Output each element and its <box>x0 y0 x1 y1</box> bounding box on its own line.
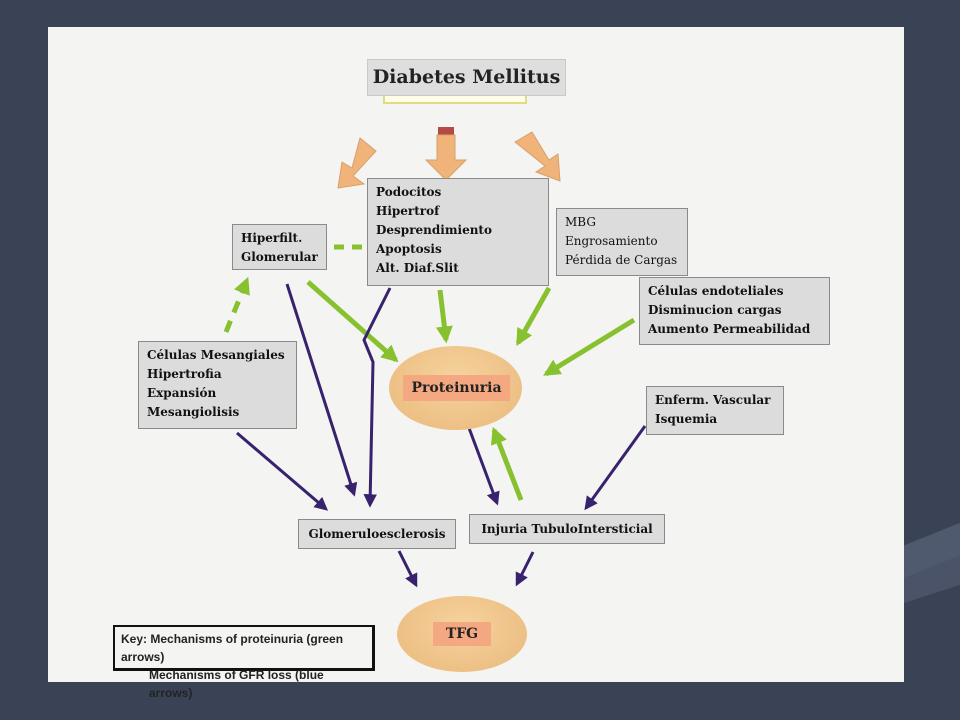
vascular-line: Isquemia <box>655 412 718 426</box>
podocitos-line: Apoptosis <box>376 242 442 256</box>
legend-line-green: Key: Mechanisms of proteinuria (green ar… <box>121 632 344 664</box>
vascular-line: Enferm. Vascular <box>655 393 771 407</box>
mesangiales-line: Expansión <box>147 386 217 400</box>
blue-arrow-podocitos-glomeruloesclerosis <box>362 287 392 508</box>
endoteliales-line: Células endoteliales <box>648 284 784 298</box>
blue-arrow-vascular-injuria <box>584 425 647 511</box>
proteinuria-label: Proteinuria <box>403 375 510 401</box>
endoteliales-line: Aumento Permeabilidad <box>648 322 811 336</box>
legend-key: Key: Mechanisms of proteinuria (green ar… <box>113 625 375 700</box>
hiperfilt-box: Hiperfilt. Glomerular <box>232 224 327 270</box>
injuria-box: Injuria TubuloIntersticial <box>469 514 665 544</box>
podocitos-line: Desprendimiento <box>376 223 492 237</box>
mesangiales-line: Hipertrofia <box>147 367 222 381</box>
orange-arrow-right <box>514 131 561 182</box>
blue-arrow-proteinuria-injuria <box>467 427 500 506</box>
green-arrow-injuria-proteinuria <box>490 426 524 501</box>
blue-arrow-injuria-tfg <box>515 551 535 587</box>
green-arrow-hiperfilt-proteinuria <box>306 280 399 363</box>
mbg-line: Pérdida de Cargas <box>565 253 678 267</box>
podocitos-line: Podocitos <box>376 185 442 199</box>
hiperfilt-line: Hiperfilt. <box>241 231 303 245</box>
hiperfilt-line: Glomerular <box>241 250 318 264</box>
endoteliales-line: Disminucion cargas <box>648 303 782 317</box>
green-arrow-mbg-proteinuria <box>515 286 552 346</box>
glomeruloesclerosis-box: Glomeruloesclerosis <box>298 519 456 549</box>
mbg-line: Engrosamiento <box>565 234 658 248</box>
orange-arrow-left <box>337 137 377 189</box>
podocitos-line: Hipertrof <box>376 204 440 218</box>
legend-line-blue: Mechanisms of GFR loss (blue arrows) <box>149 668 324 700</box>
dashed-arrow-mesangiales-hiperfilt <box>223 276 250 333</box>
mesangiales-box: Células Mesangiales Hipertrofia Expansió… <box>138 341 297 429</box>
blue-arrow-glomeruloesclerosis-tfg <box>397 550 418 588</box>
vascular-box: Enferm. Vascular Isquemia <box>646 386 784 435</box>
mbg-line: MBG <box>565 215 596 229</box>
mesangiales-line: Células Mesangiales <box>147 348 285 362</box>
blue-arrow-mesangiales-glomeruloesclerosis <box>236 431 329 511</box>
podocitos-box: Podocitos Hipertrof Desprendimiento Apop… <box>367 178 549 286</box>
podocitos-line: Alt. Diaf.Slit <box>376 261 459 275</box>
mbg-box: MBG Engrosamiento Pérdida de Cargas <box>556 208 688 276</box>
blue-arrow-hiperfilt-glomeruloesclerosis <box>285 283 358 497</box>
tfg-label: TFG <box>433 622 491 646</box>
orange-arrow-center <box>424 127 468 181</box>
mesangiales-line: Mesangiolisis <box>147 405 240 419</box>
green-arrow-podocitos-proteinuria <box>435 289 453 344</box>
page-title: Diabetes Mellitus <box>367 59 566 96</box>
endoteliales-box: Células endoteliales Disminucion cargas … <box>639 277 830 345</box>
green-arrow-endoteliales-proteinuria <box>543 317 636 377</box>
title-underline <box>383 96 527 104</box>
